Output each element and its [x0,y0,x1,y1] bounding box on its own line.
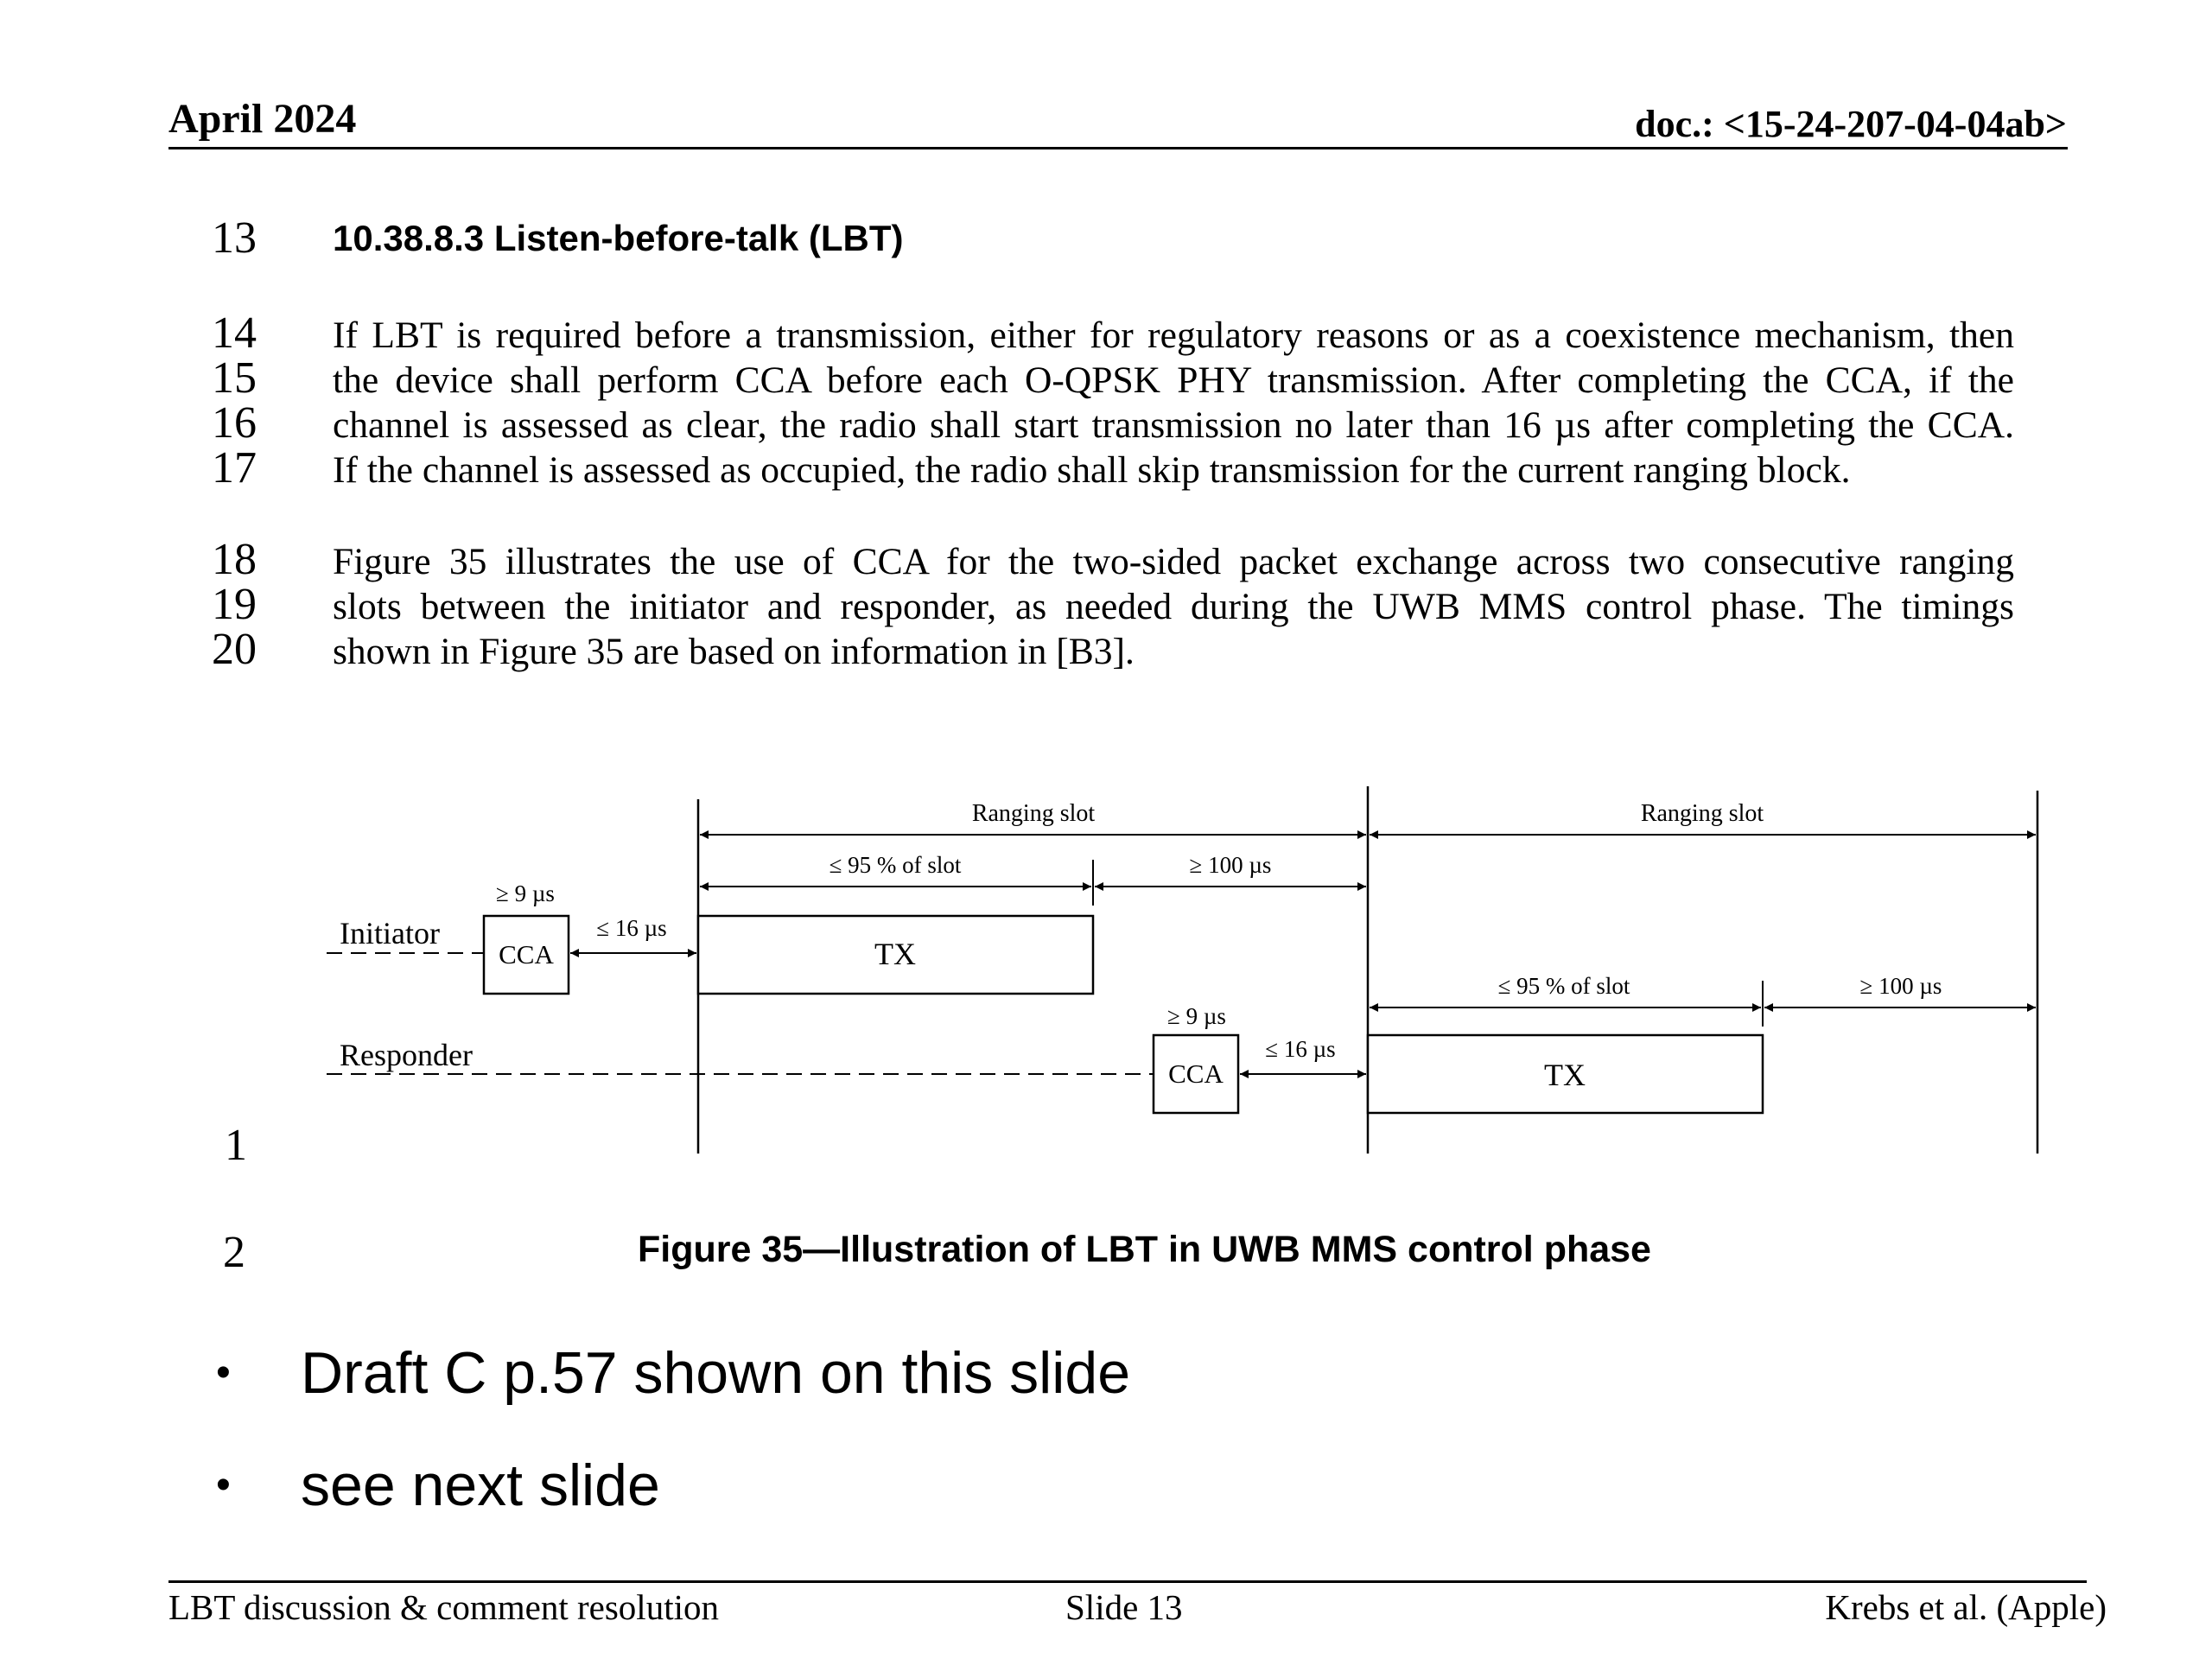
paragraph-lbt-requirement: If LBT is required before a transmission… [333,313,2014,493]
line-number: 19 [212,580,257,629]
paragraph-line: the device shall perform CCA before each… [333,359,2014,401]
ranging-slot-label: Ranging slot [972,800,1096,827]
paragraph-line: If LBT is required before a transmission… [333,315,2014,356]
line-number: 18 [212,535,257,584]
footer-rule [168,1580,2087,1583]
paragraph-figure-description: Figure 35 illustrates the use of CCA for… [333,539,2014,674]
section-heading: 10.38.8.3 Listen-before-talk (LBT) [333,218,904,258]
turnaround-label: ≤ 16 µs [1265,1036,1335,1062]
responder-cca-box [1152,1033,1240,1115]
cca-duration-label: ≥ 9 µs [496,880,555,906]
initiator-label: Initiator [340,916,440,950]
paragraph-line: If the channel is assessed as occupied, … [333,449,1851,491]
line-number: 13 [212,213,257,263]
bullet-marker: • [216,1462,231,1508]
footer-slide-number: Slide 13 [1065,1587,1183,1627]
paragraph-line: channel is assessed as clear, the radio … [333,404,2014,446]
responder-label: Responder [340,1038,473,1072]
turnaround-label: ≤ 16 µs [596,915,666,941]
line-number: 20 [212,625,257,674]
paragraph-line: shown in Figure 35 are based on informat… [333,631,1135,672]
line-number: 1 [225,1121,247,1170]
responder-cca-text: CCA [1168,1058,1224,1089]
gap-label: ≥ 100 µs [1190,852,1272,878]
line-number: 15 [212,353,257,403]
responder-tx-text: TX [1544,1058,1586,1092]
ranging-slot-label: Ranging slot [1641,800,1764,827]
initiator-tx-box [696,914,1095,995]
header-date: April 2024 [168,96,357,142]
paragraph-line: slots between the initiator and responde… [333,586,2014,627]
initiator-cca-text: CCA [499,939,554,969]
line-number: 2 [223,1228,245,1277]
line-number: 16 [212,398,257,448]
initiator-tx-text: TX [874,937,916,971]
responder-tx-box [1366,1033,1764,1115]
line-number: 17 [212,443,257,493]
bullet-text: see next slide [301,1452,660,1518]
bullet-marker: • [216,1350,231,1395]
gap-label: ≥ 100 µs [1860,973,1942,999]
footer-title: LBT discussion & comment resolution [168,1587,719,1627]
paragraph-line: Figure 35 illustrates the use of CCA for… [333,541,2014,582]
footer-authors: Krebs et al. (Apple) [1825,1587,2107,1627]
slot-fraction-label: ≤ 95 % of slot [830,852,962,878]
figure-caption: Figure 35—Illustration of LBT in UWB MMS… [638,1229,1651,1270]
line-number: 14 [212,308,257,358]
header-rule [168,147,2068,149]
header-doc-id: doc.: <15-24-207-04-04ab> [1635,103,2067,145]
cca-duration-label: ≥ 9 µs [1167,1003,1226,1029]
slot-fraction-label: ≤ 95 % of slot [1498,973,1630,999]
initiator-cca-box [482,914,570,995]
bullet-text: Draft C p.57 shown on this slide [301,1340,1131,1406]
